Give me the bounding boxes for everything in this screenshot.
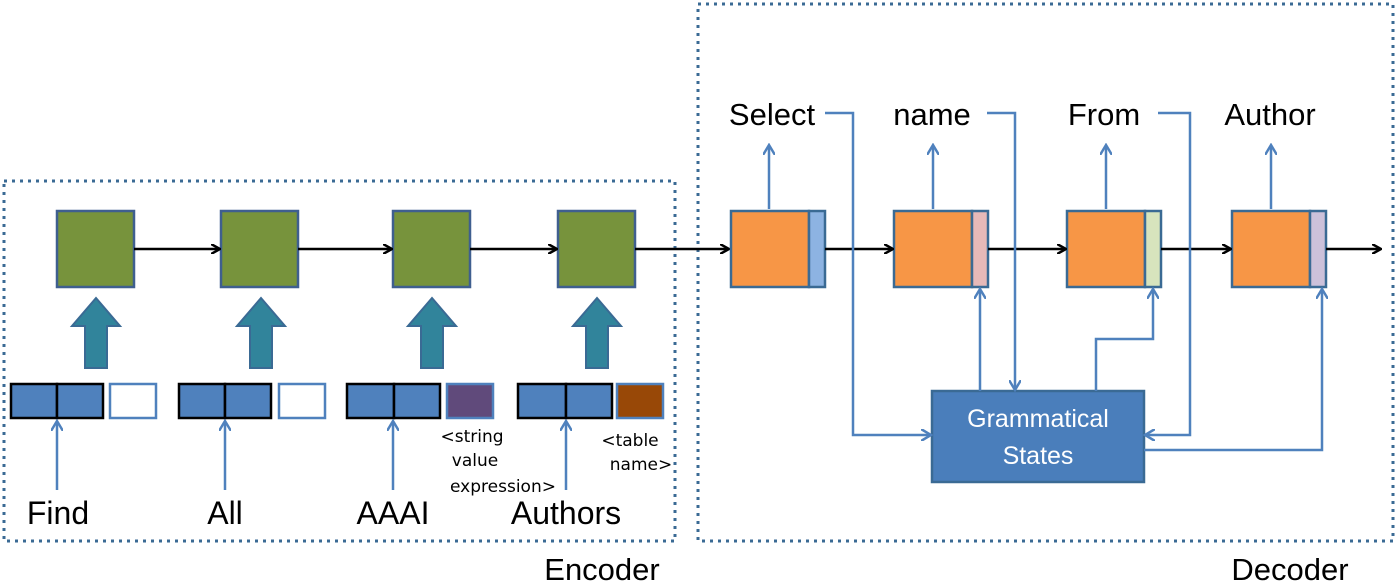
output-token-3: From: [1068, 97, 1140, 132]
input-word-1: Find: [27, 495, 89, 531]
word-input-arrows: [57, 422, 566, 490]
grammar-feedback-lines: [825, 111, 1322, 452]
encoder-cell-3: [391, 209, 472, 289]
grammatical-states-box: Grammatical States: [930, 389, 1146, 484]
input-word-2: All: [207, 495, 243, 531]
input-word-4: Authors: [511, 495, 621, 531]
encoder-cell-2: [219, 209, 300, 289]
svg-text:<string: <string: [440, 427, 503, 447]
up-arrow-icon: [234, 296, 288, 369]
encoder-cell-1: [55, 209, 136, 289]
encoder-frame: [2, 179, 677, 543]
table-name-tag-label: <table name>: [601, 431, 672, 475]
svg-text:States: States: [1003, 442, 1074, 470]
decoder-cell-2: [892, 209, 990, 289]
svg-text:value: value: [452, 451, 498, 471]
decoder-cell-4: [1230, 209, 1328, 289]
embedding-authors: [516, 382, 665, 420]
decoder-cell-3: [1065, 209, 1163, 289]
string-value-tag-box: [445, 382, 495, 420]
svg-text:<table: <table: [601, 431, 658, 451]
string-value-tag-label: <string value expression>: [440, 427, 556, 497]
svg-text:expression>: expression>: [450, 477, 556, 497]
embedding-all: [177, 382, 327, 420]
up-arrow-icon: [69, 296, 123, 369]
svg-text:Grammatical: Grammatical: [967, 405, 1109, 433]
table-name-tag-box: [615, 382, 665, 420]
embedding-aaai: [345, 382, 495, 420]
output-token-2: name: [893, 97, 971, 132]
embedding-find: [9, 382, 158, 420]
decoder-output-arrows: [769, 146, 1271, 209]
decoder-label: Decoder: [1231, 552, 1348, 583]
up-arrow-icon: [405, 296, 459, 369]
output-tokens: Select name From Author: [729, 97, 1316, 132]
embedding-vectors: [9, 382, 665, 420]
embedding-up-arrows: [69, 296, 624, 369]
up-arrow-icon: [570, 296, 624, 369]
encoder-cell-4: [556, 209, 637, 289]
svg-text:name>: name>: [610, 455, 672, 475]
output-token-1: Select: [729, 97, 816, 132]
decoder-cell-1: [729, 209, 827, 289]
encoder-label: Encoder: [544, 552, 659, 583]
input-word-3: AAAI: [357, 495, 430, 531]
input-words: Find All AAAI Authors: [27, 495, 621, 531]
decoder-cells: [729, 209, 1328, 289]
output-token-4: Author: [1224, 97, 1315, 132]
encoder-cells: [55, 209, 637, 289]
